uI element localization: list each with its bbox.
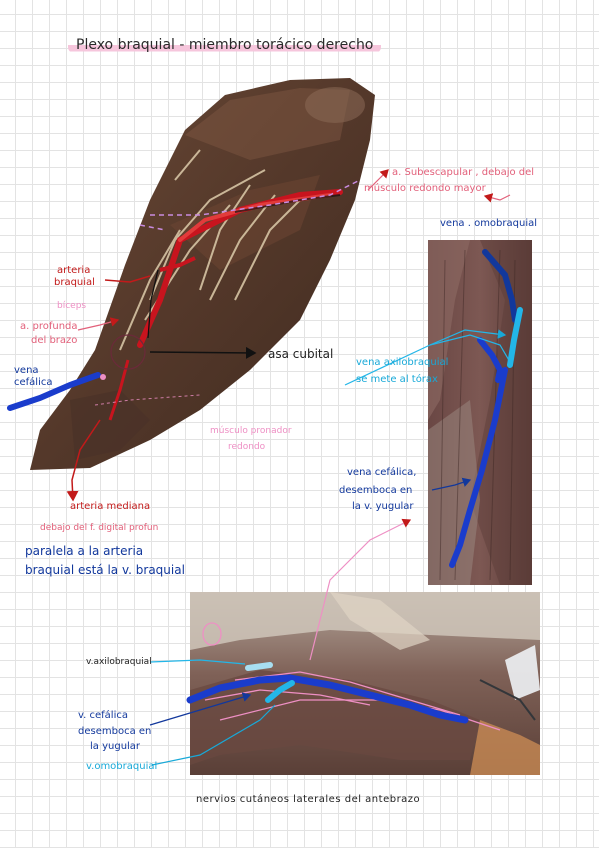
label-se-mete-torax: se mete al tórax (356, 374, 438, 385)
label-a-profunda: a. profunda (20, 321, 78, 332)
label-musculo-redondo-mayor: músculo redondo mayor (364, 183, 486, 194)
label-a-subescapular: a. Subescapular , debajo del (392, 167, 535, 178)
label-redondo: redondo (228, 442, 266, 452)
label-arteria-mediana: arteria mediana (70, 501, 151, 512)
arm-muscle-mass (30, 78, 375, 470)
label-vena-cefalica-1: vena (14, 365, 39, 376)
label-vena-cefalica-2: cefálica (14, 377, 53, 388)
v-cefalica-limb-stroke (186, 674, 469, 724)
label-vena-cefalica-desemboca-2: desemboca en (339, 485, 413, 496)
label-vena-cefalica-desemboca-1: vena cefálica, (347, 467, 417, 478)
label-v-omobraquial: v.omobraquial (86, 761, 158, 772)
label-vena-cefalica-desemboca-3: la v. yugular (352, 501, 414, 512)
plexus-outline (150, 179, 361, 216)
v-omobraquial-top-stroke (482, 249, 518, 323)
v-axilobraquial-top-stroke (507, 307, 523, 368)
arm-dissection-photo (7, 78, 375, 470)
label-v-cefalica-1: v. cefálica (78, 710, 128, 721)
label-v-axilobraquial: v.axilobraquial (86, 657, 152, 667)
label-arteria-braquial-1: arteria (57, 265, 91, 276)
neck-vein-photo (428, 240, 532, 585)
label-del-brazo: del brazo (31, 335, 78, 346)
glove (505, 645, 540, 700)
label-musculo-pronador: músculo pronador (210, 426, 292, 436)
label-paralela-1: paralela a la arteria (25, 544, 144, 558)
label-nervios-cutaneos: nervios cutáneos laterales del antebrazo (196, 794, 421, 805)
label-paralela-2: braquial está la v. braquial (25, 563, 185, 577)
label-v-cefalica-3: la yugular (90, 741, 141, 752)
asa-cubital-circle (110, 334, 146, 370)
label-v-cefalica-2: desemboca en (78, 726, 152, 737)
label-vena-axilobraquial: vena axilobraquial (356, 357, 449, 368)
label-biceps: bíceps (57, 301, 87, 311)
label-arteria-braquial-2: braquial (54, 277, 95, 288)
label-asa-cubital: asa cubital (268, 347, 334, 361)
label-vena-omobraquial: vena . omobraquial (440, 218, 538, 229)
forelimb-photo (186, 592, 540, 775)
v-cefalica-neck-stroke (449, 367, 508, 568)
label-debajo-flexor: debajo del f. digital profun (40, 523, 159, 533)
page-title: Plexo braquial - miembro torácico derech… (68, 37, 382, 53)
annotation-arrows (66, 169, 511, 766)
vein-cephalic-stroke (7, 372, 101, 411)
